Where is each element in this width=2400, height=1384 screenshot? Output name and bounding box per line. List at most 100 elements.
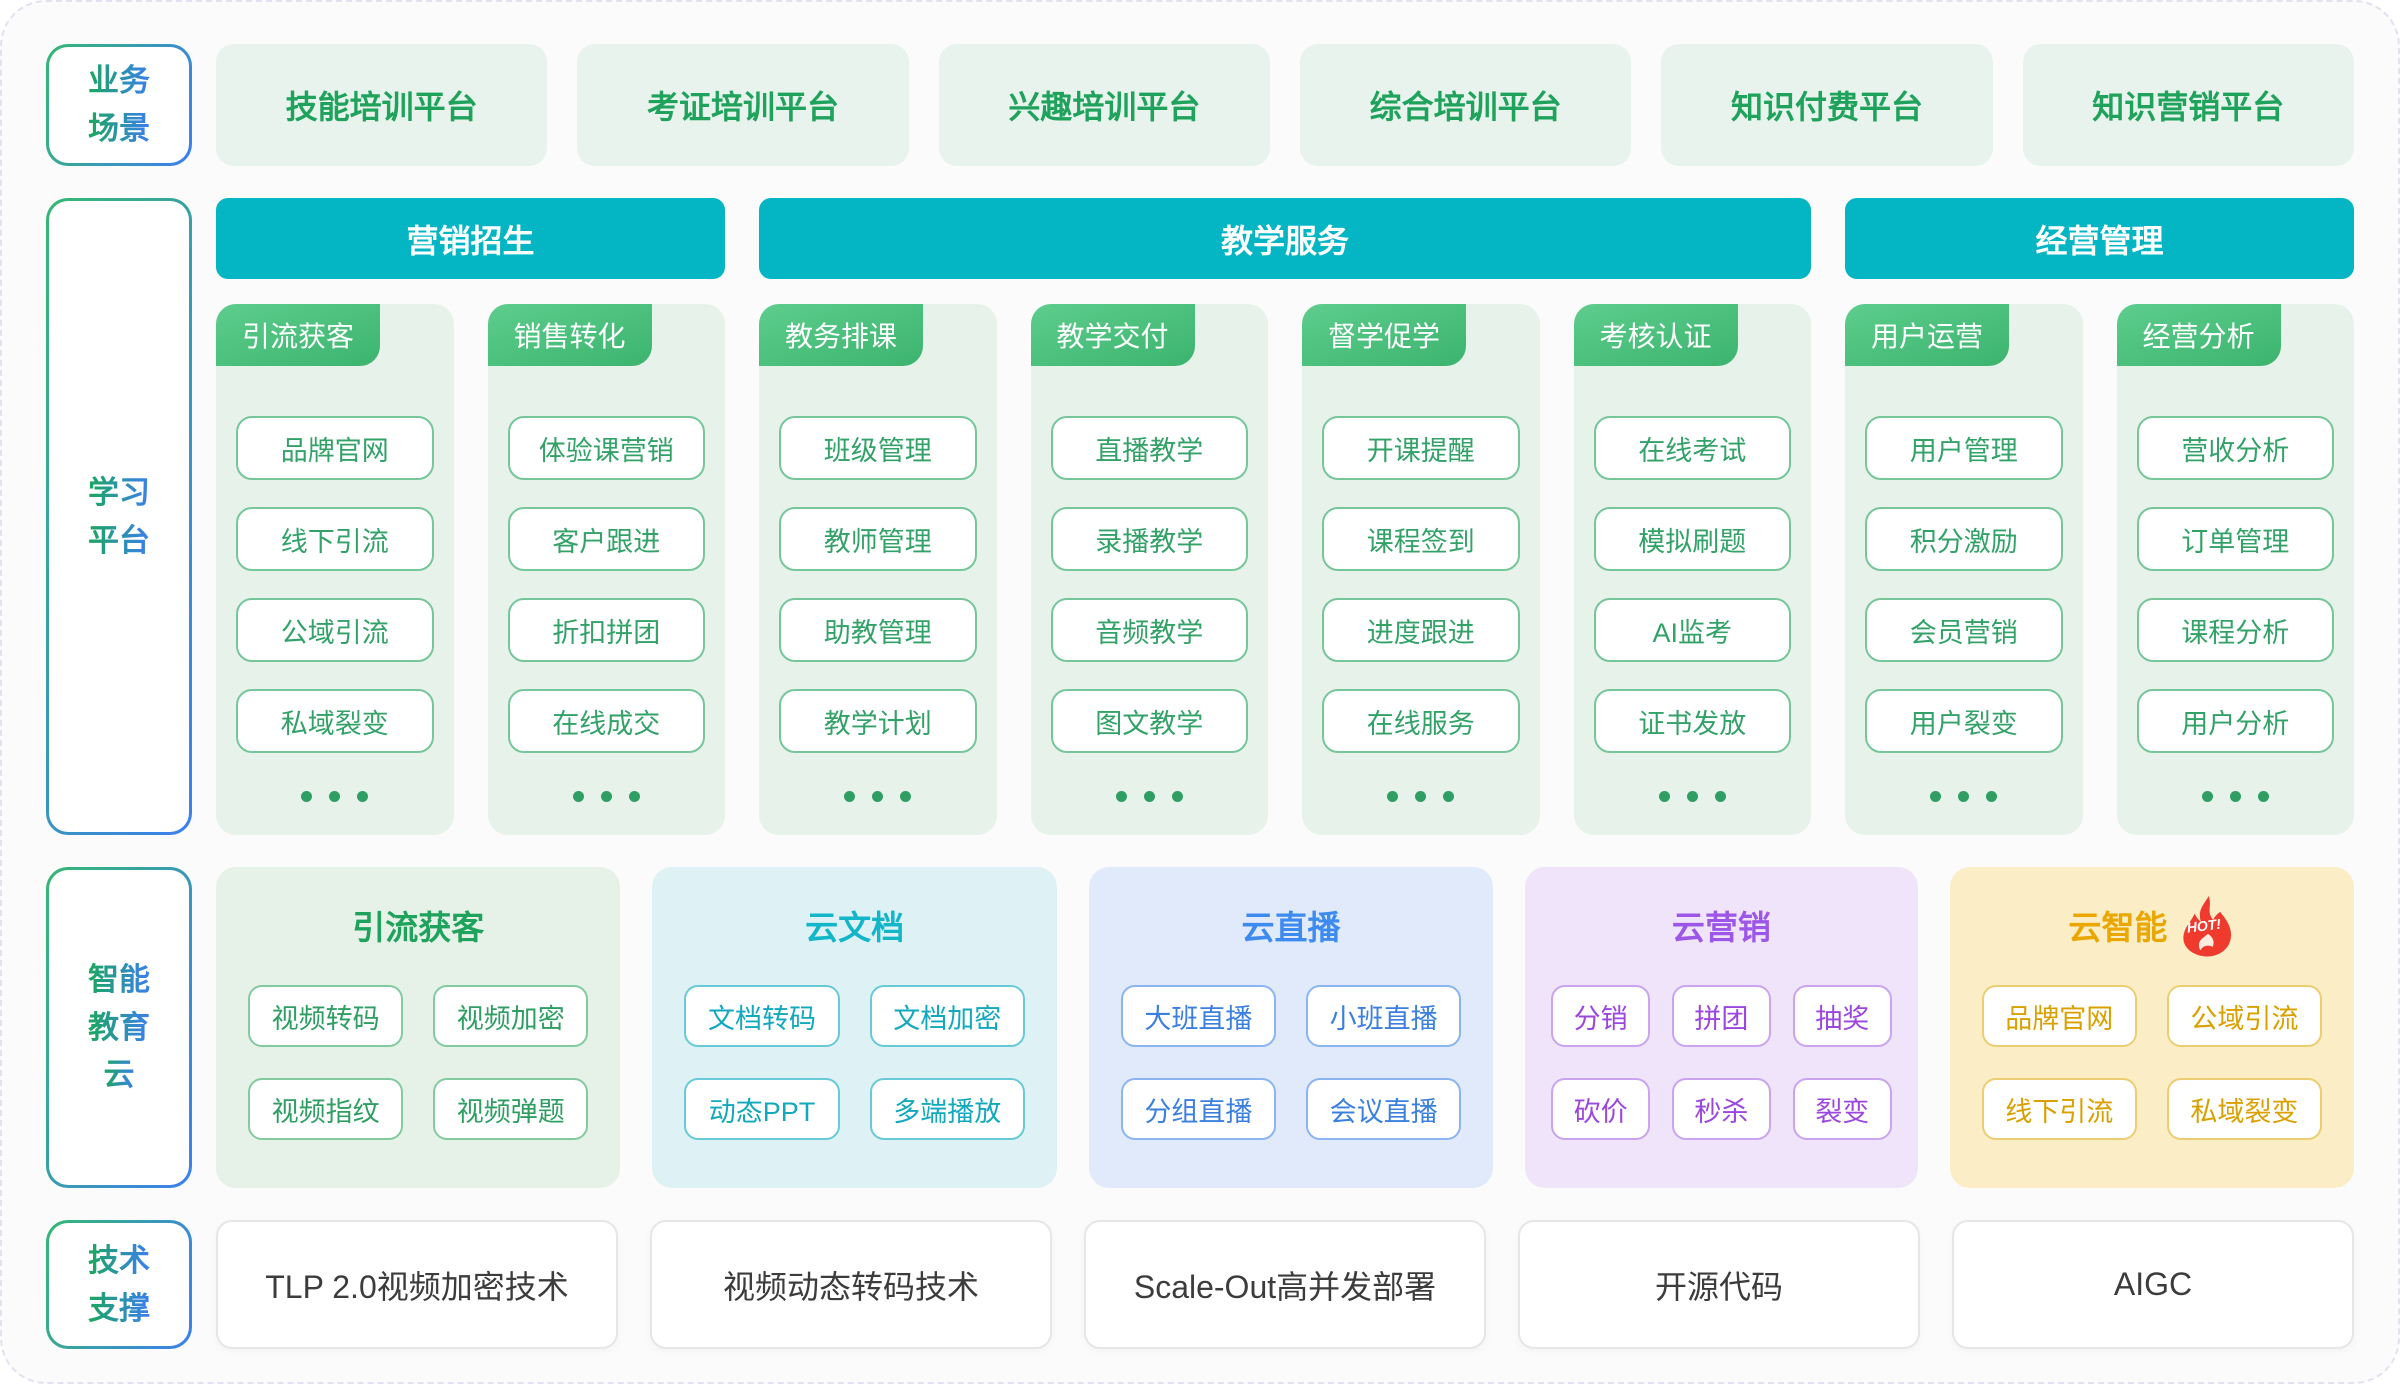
cloud-feature-pill: 砍价: [1551, 1078, 1651, 1140]
hot-flame-icon: HOT!: [2179, 893, 2235, 957]
cloud-feature-pill: 动态PPT: [684, 1078, 840, 1140]
cloud-feature-pill: 私域裂变: [2166, 1078, 2323, 1140]
dot: [357, 791, 369, 802]
feature-pill: 用户裂变: [1865, 689, 2063, 753]
cloud-card-title: 引流获客: [352, 909, 485, 946]
cloud-card-title-row: 云直播: [1121, 901, 1461, 949]
tech-support-box: 视频动态转码技术: [650, 1220, 1052, 1349]
platform-box: 考证培训平台: [577, 44, 909, 166]
cloud-feature-pill: 拼团: [1672, 985, 1771, 1047]
column-tag: 考核认证: [1573, 304, 1738, 366]
platform-box: 综合培训平台: [1299, 44, 1632, 166]
platform-box: 知识付费平台: [1661, 44, 1993, 166]
learning-group-header: 经营管理: [1845, 198, 2354, 279]
dot: [2201, 791, 2213, 802]
feature-pill: 营收分析: [2136, 416, 2334, 480]
feature-pill: 私域裂变: [236, 689, 434, 753]
cloud-card-title: 云智能: [2068, 909, 2168, 946]
learning-column: 督学促学开课提醒课程签到进度跟进在线服务: [1302, 304, 1540, 835]
dot: [2257, 791, 2269, 802]
tech-support-box: AIGC: [1952, 1220, 2354, 1349]
learning-column: 用户运营用户管理积分激励会员营销用户裂变: [1845, 304, 2083, 835]
dot: [1986, 791, 1998, 802]
cloud-feature-pill: 文档转码: [684, 985, 840, 1047]
dot: [872, 791, 884, 802]
platform-box: 兴趣培训平台: [938, 44, 1270, 166]
cloud-card-title: 云营销: [1671, 909, 1771, 946]
feature-pill: 图文教学: [1050, 689, 1248, 753]
side-label-line: 云: [103, 1057, 135, 1093]
cloud-feature-pill: 裂变: [1792, 1078, 1892, 1140]
side-label-line: 智能: [88, 962, 150, 998]
cloud-card-title-row: 引流获客: [248, 901, 588, 949]
cloud-card-items: 分销拼团抽奖砍价秒杀裂变: [1551, 985, 1892, 1140]
cloud-feature-pill: 小班直播: [1306, 985, 1462, 1047]
dot: [844, 791, 856, 802]
cloud-card-purple: 云营销分销拼团抽奖砍价秒杀裂变: [1525, 867, 1918, 1188]
feature-pill: 公域引流: [236, 598, 434, 662]
cloud-feature-pill: 线下引流: [1981, 1078, 2137, 1140]
ellipsis-dots: [1845, 791, 2083, 802]
feature-pill: 在线成交: [507, 689, 705, 753]
cloud-feature-pill: 抽奖: [1792, 985, 1892, 1047]
tech-support-box: TLP 2.0视频加密技术: [216, 1220, 618, 1349]
cloud-feature-pill: 视频转码: [248, 985, 404, 1047]
feature-pill: AI监考: [1593, 598, 1791, 662]
ellipsis-dots: [488, 791, 726, 802]
feature-pill: 用户管理: [1865, 416, 2063, 480]
cloud-feature-pill: 分组直播: [1120, 1078, 1277, 1140]
cloud-card-green: 引流获客视频转码视频加密视频指纹视频弹题: [216, 867, 621, 1188]
dot: [1115, 791, 1127, 802]
side-label-line: 支撑: [88, 1290, 150, 1326]
business-scenarios-items: 技能培训平台考证培训平台兴趣培训平台综合培训平台知识付费平台知识营销平台: [216, 44, 2354, 166]
dot: [1930, 791, 1942, 802]
tech-support-box: 开源代码: [1518, 1220, 1920, 1349]
feature-pill: 线下引流: [236, 507, 434, 571]
side-label-line: 场景: [88, 111, 150, 146]
cloud-card-items: 视频转码视频加密视频指纹视频弹题: [248, 985, 589, 1140]
cloud-feature-pill: 视频加密: [433, 985, 589, 1047]
cloud-feature-pill: 多端播放: [869, 1078, 1025, 1140]
education-cloud-row: 智能教育云 引流获客视频转码视频加密视频指纹视频弹题云文档文档转码文档加密动态P…: [46, 867, 2355, 1188]
dot: [1143, 791, 1155, 802]
side-label-line: 业务: [88, 63, 150, 99]
business-scenarios-row: 业务场景 技能培训平台考证培训平台兴趣培训平台综合培训平台知识付费平台知识营销平…: [46, 44, 2354, 166]
learning-platform-label: 学习平台: [46, 198, 192, 835]
cloud-card-blue: 云直播大班直播小班直播分组直播会议直播: [1088, 867, 1494, 1188]
side-label-line: 技术: [88, 1242, 150, 1278]
svg-text:HOT!: HOT!: [2186, 916, 2222, 936]
cloud-card-items: 大班直播小班直播分组直播会议直播: [1120, 985, 1462, 1140]
column-tag: 教学交付: [1030, 304, 1195, 366]
cloud-feature-pill: 秒杀: [1672, 1078, 1771, 1140]
feature-pill: 用户分析: [2136, 689, 2334, 753]
cloud-card-title-row: 云文档: [684, 901, 1024, 949]
education-cloud-label: 智能教育云: [46, 867, 192, 1188]
cloud-feature-pill: 视频指纹: [248, 1078, 404, 1140]
learning-column: 教学交付直播教学录播教学音频教学图文教学: [1030, 304, 1268, 835]
feature-pill: 在线考试: [1593, 416, 1791, 480]
feature-pill: 录播教学: [1050, 507, 1248, 571]
feature-pill: 在线服务: [1322, 689, 1520, 753]
ellipsis-dots: [216, 791, 454, 802]
column-tag: 用户运营: [1845, 304, 2009, 366]
dot: [1658, 791, 1670, 802]
cloud-card-title: 云文档: [805, 909, 905, 946]
feature-pill: 直播教学: [1050, 416, 1248, 480]
feature-pill: 班级管理: [779, 416, 977, 480]
dot: [1686, 791, 1698, 802]
dot: [1714, 791, 1726, 802]
cloud-card-title-row: 云智能 HOT!: [1982, 896, 2322, 957]
ellipsis-dots: [1574, 791, 1812, 802]
dot: [301, 791, 313, 802]
column-tag: 引流获客: [216, 304, 380, 366]
feature-pill: 品牌官网: [236, 416, 434, 480]
cloud-card-title: 云直播: [1241, 909, 1341, 946]
learning-group-header: 教学服务: [759, 198, 1811, 279]
